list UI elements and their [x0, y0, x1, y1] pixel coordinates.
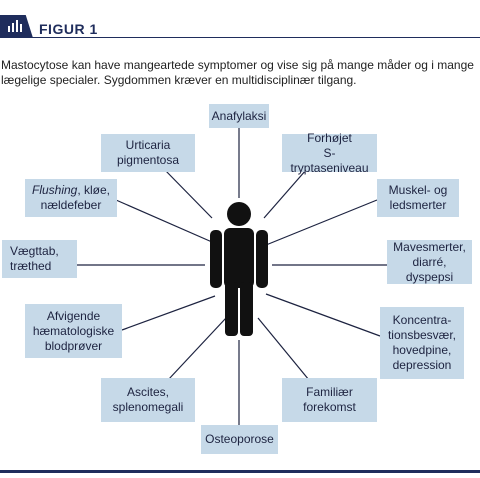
- symptom-box-urticaria: Urticaria pigmentosa: [101, 134, 195, 172]
- connector-line: [121, 295, 216, 331]
- symptom-box-anafylaksi: Anafylaksi: [209, 104, 269, 128]
- symptom-box-flushing: Flushing, kløe, nældefeber: [25, 179, 117, 217]
- symptom-box-haemato: Afvigende hæmatologiske blodprøver: [25, 304, 122, 358]
- symptom-box-koncentration: Koncentra- tionsbesvær, hovedpine, depre…: [380, 307, 464, 379]
- connector-line: [162, 167, 213, 219]
- symptom-box-tryptase: Forhøjet S-tryptaseniveau: [282, 131, 377, 175]
- symptom-box-mave: Mavesmerter, diarré, dyspepsi: [387, 240, 472, 284]
- symptom-box-ascites: Ascites, splenomegali: [101, 378, 195, 422]
- symptom-box-familiaer: Familiær forekomst: [282, 378, 377, 422]
- flushing-italic-text: Flushing: [31, 183, 78, 197]
- connector-line: [265, 199, 378, 246]
- bottom-rule: [0, 470, 480, 473]
- flushing-rest-text: , kløe, nældefeber: [40, 183, 111, 212]
- connector-line: [265, 293, 381, 337]
- figure-title: FIGUR 1: [39, 21, 98, 37]
- connector-line: [167, 317, 227, 381]
- symptom-box-vaegttab: Vægttab, træthed: [2, 240, 77, 278]
- figure-caption: Mastocytose kan have mangeartede symptom…: [1, 58, 474, 87]
- figure-header: FIGUR 1: [0, 0, 480, 38]
- bar-chart-icon: [0, 15, 33, 38]
- connector-line: [115, 199, 213, 243]
- symptom-box-muskel: Muskel- og ledsmerter: [377, 179, 459, 217]
- connector-line: [257, 317, 310, 381]
- symptom-box-osteoporose: Osteoporose: [201, 425, 278, 454]
